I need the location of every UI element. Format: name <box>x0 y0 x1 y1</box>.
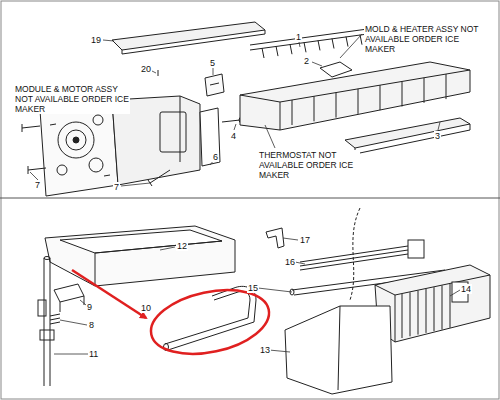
callout-number: 16 <box>284 257 296 267</box>
callout-number: 15 <box>247 283 259 293</box>
callout-number: 4 <box>230 131 237 141</box>
part-note: MODULE & MOTOR ASSY NOT AVAILABLE ORDER … <box>14 84 130 114</box>
callout-number: 19 <box>90 35 102 45</box>
callout-number: 6 <box>212 152 219 162</box>
detail-stroke <box>410 292 411 336</box>
callout-number: 10 <box>140 303 152 313</box>
detail-stroke <box>276 46 278 56</box>
detail-stroke <box>314 96 315 121</box>
detail-stroke <box>434 287 435 331</box>
detail-stroke <box>304 42 306 52</box>
callout-number: 3 <box>434 131 441 141</box>
callout-number: 5 <box>209 58 216 68</box>
callout-number: 12 <box>176 241 188 251</box>
detail-stroke <box>450 284 451 328</box>
detail-stroke <box>290 44 292 54</box>
detail-stroke <box>418 291 419 335</box>
callout-number: 13 <box>259 345 271 355</box>
detail-stroke <box>426 289 427 333</box>
callout-number: 9 <box>86 302 93 312</box>
detail-stroke <box>292 100 293 125</box>
detail-stroke <box>262 48 264 58</box>
part-note: THERMOSTAT NOT AVAILABLE ORDER ICE MAKER <box>258 150 360 180</box>
callout-number: 17 <box>299 235 311 245</box>
detail-stroke <box>446 74 447 99</box>
detail-stroke <box>336 93 337 118</box>
callout-number: 11 <box>88 349 99 359</box>
detail-stroke <box>380 85 381 110</box>
callout-number: 8 <box>88 320 95 330</box>
detail-stroke <box>442 286 443 330</box>
callout-number: 14 <box>460 284 472 294</box>
callout-number: 7 <box>113 182 120 192</box>
part-note: MOLD & HEATER ASSY NOT AVAILABLE ORDER I… <box>364 24 480 54</box>
detail-stroke <box>346 37 348 47</box>
detail-stroke <box>332 39 334 49</box>
callout-number: 1 <box>295 32 302 42</box>
callout-number: 7 <box>34 180 41 190</box>
callout-number: 2 <box>303 56 310 66</box>
detail-stroke <box>358 89 359 114</box>
detail-stroke <box>402 294 403 338</box>
callout-number: 20 <box>140 64 152 74</box>
detail-stroke <box>424 78 425 103</box>
detail-stroke <box>318 40 320 50</box>
detail-stroke <box>402 82 403 107</box>
